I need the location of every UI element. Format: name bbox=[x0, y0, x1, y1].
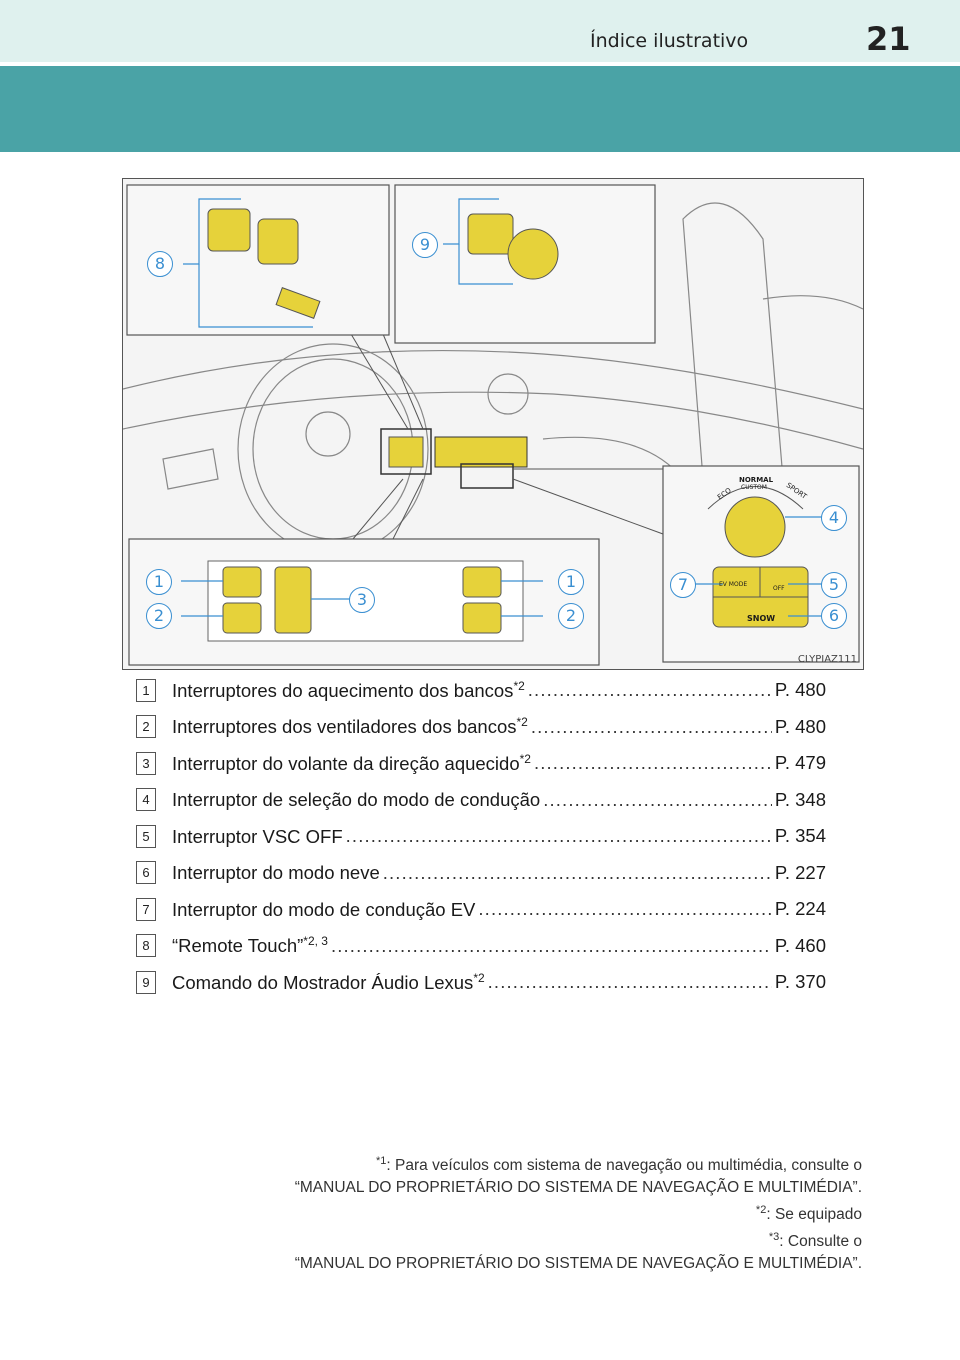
illustration-code: CLYPIAZ111 bbox=[797, 654, 857, 665]
list-item: 5 Interruptor VSC OFF P. 354 bbox=[136, 818, 826, 855]
list-item: 6 Interruptor do modo neve P. 227 bbox=[136, 855, 826, 892]
leader-dots bbox=[488, 971, 772, 993]
page-reference[interactable]: P. 480 bbox=[774, 715, 826, 737]
normal-label: NORMAL bbox=[739, 476, 774, 484]
leader-dots bbox=[346, 825, 772, 847]
page-reference[interactable]: P. 227 bbox=[774, 861, 826, 883]
list-item: 8 “Remote Touch”*2, 3 P. 460 bbox=[136, 928, 826, 965]
leader-dots bbox=[383, 862, 772, 884]
list-item: 2 Interruptores dos ventiladores dos ban… bbox=[136, 709, 826, 746]
section-title: Índice ilustrativo bbox=[590, 30, 749, 52]
list-item: 4 Interruptor de seleção do modo de cond… bbox=[136, 782, 826, 819]
header-band bbox=[0, 66, 960, 152]
snow-label: SNOW bbox=[747, 614, 776, 623]
footnote-1-cont: “MANUAL DO PROPRIETÁRIO DO SISTEMA DE NA… bbox=[294, 1179, 862, 1197]
callout-3: 3 bbox=[349, 587, 375, 613]
interior-illustration: ECO NORMAL CUSTOM SPORT EV MODE OFF SNOW… bbox=[122, 178, 864, 670]
page-number: 21 bbox=[866, 20, 911, 58]
item-number: 1 bbox=[136, 678, 156, 702]
item-number: 7 bbox=[136, 897, 156, 921]
item-label: Comando do Mostrador Áudio Lexus*2 bbox=[172, 970, 485, 993]
item-number: 4 bbox=[136, 788, 156, 812]
leader-dots bbox=[528, 679, 772, 701]
page-reference[interactable]: P. 480 bbox=[774, 679, 826, 701]
footnote-3-cont: “MANUAL DO PROPRIETÁRIO DO SISTEMA DE NA… bbox=[294, 1255, 862, 1273]
item-label: Interruptor do volante da direção aqueci… bbox=[172, 751, 531, 774]
page-reference[interactable]: P. 348 bbox=[774, 788, 826, 810]
callout-5: 5 bbox=[821, 572, 847, 598]
vsc-off-label: OFF bbox=[773, 585, 785, 592]
item-label: Interruptor do modo de condução EV bbox=[172, 898, 476, 920]
page-reference[interactable]: P. 460 bbox=[774, 934, 826, 956]
item-number: 2 bbox=[136, 715, 156, 739]
footnotes: *1: Para veículos com sistema de navegaç… bbox=[62, 1150, 862, 1275]
item-label: Interruptor VSC OFF bbox=[172, 825, 343, 847]
item-label: Interruptores do aquecimento dos bancos*… bbox=[172, 678, 525, 701]
page-reference[interactable]: P. 354 bbox=[774, 825, 826, 847]
leader-dots bbox=[478, 898, 772, 920]
item-number: 5 bbox=[136, 824, 156, 848]
index-list: 1 Interruptores do aquecimento dos banco… bbox=[136, 672, 826, 1001]
page-reference[interactable]: P. 224 bbox=[774, 898, 826, 920]
interior-drawing bbox=[123, 184, 863, 666]
list-item: 7 Interruptor do modo de condução EV P. … bbox=[136, 891, 826, 928]
item-label: Interruptor do modo neve bbox=[172, 862, 380, 884]
callout-8: 8 bbox=[147, 251, 173, 277]
item-label: “Remote Touch”*2, 3 bbox=[172, 934, 328, 957]
callout-9: 9 bbox=[412, 232, 438, 258]
footnote-1: *1: Para veículos com sistema de navegaç… bbox=[376, 1155, 862, 1175]
ev-mode-label: EV MODE bbox=[719, 581, 748, 588]
custom-label: CUSTOM bbox=[741, 484, 767, 491]
list-item: 9 Comando do Mostrador Áudio Lexus*2 P. … bbox=[136, 964, 826, 1001]
footnote-3: *3: Consulte o bbox=[768, 1231, 862, 1251]
leader-dots bbox=[331, 935, 772, 957]
callout-1-left: 1 bbox=[146, 569, 172, 595]
callout-2-right: 2 bbox=[558, 603, 584, 629]
item-label: Interruptores dos ventiladores dos banco… bbox=[172, 715, 528, 738]
page-reference[interactable]: P. 479 bbox=[774, 752, 826, 774]
page-reference[interactable]: P. 370 bbox=[774, 971, 826, 993]
list-item: 3 Interruptor do volante da direção aque… bbox=[136, 745, 826, 782]
footnote-2: *2: Se equipado bbox=[755, 1204, 862, 1224]
callout-6: 6 bbox=[821, 603, 847, 629]
item-label: Interruptor de seleção do modo de conduç… bbox=[172, 789, 541, 811]
callout-7: 7 bbox=[670, 572, 696, 598]
item-number: 9 bbox=[136, 970, 156, 994]
page-header: Índice ilustrativo 21 bbox=[0, 0, 960, 62]
item-number: 8 bbox=[136, 934, 156, 958]
callout-4: 4 bbox=[821, 505, 847, 531]
leader-dots bbox=[531, 716, 772, 738]
list-item: 1 Interruptores do aquecimento dos banco… bbox=[136, 672, 826, 709]
leader-dots bbox=[543, 789, 772, 811]
item-number: 3 bbox=[136, 751, 156, 775]
callout-2-left: 2 bbox=[146, 603, 172, 629]
item-number: 6 bbox=[136, 861, 156, 885]
leader-dots bbox=[534, 752, 772, 774]
callout-1-right: 1 bbox=[558, 569, 584, 595]
